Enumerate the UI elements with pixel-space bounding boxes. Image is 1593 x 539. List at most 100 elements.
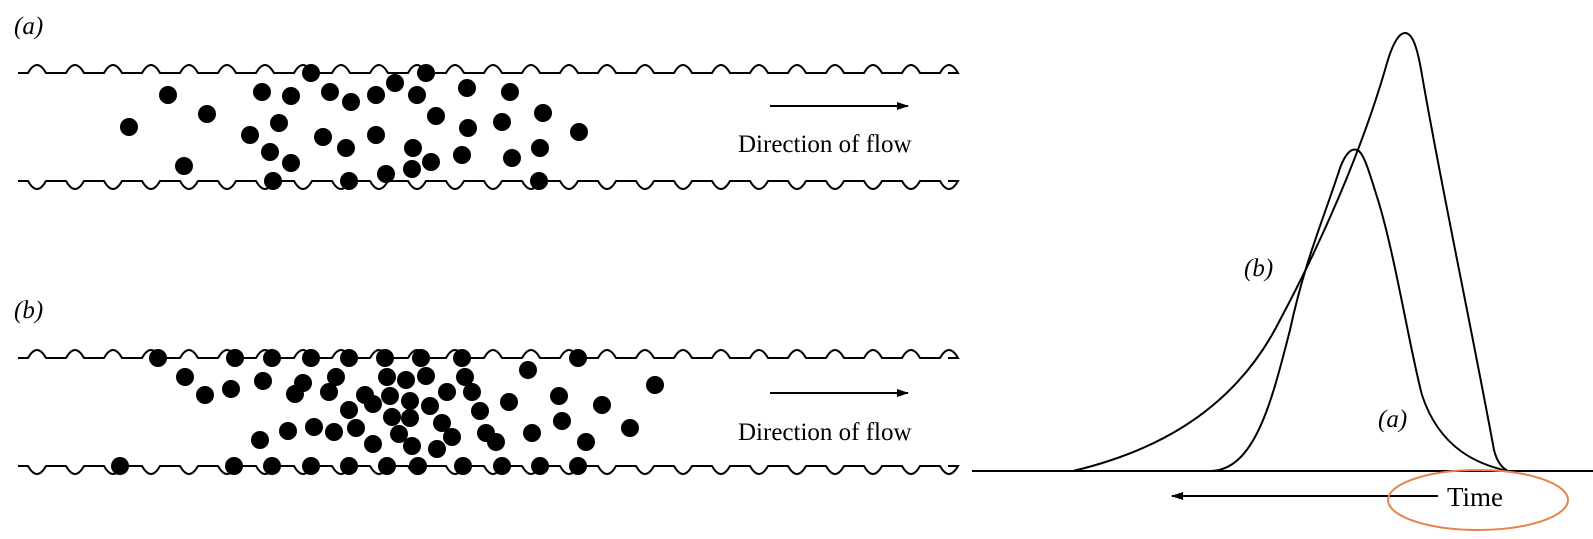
- band-b-particle: [403, 437, 421, 455]
- band-b-particle: [176, 368, 194, 386]
- band-b-particle: [621, 419, 639, 437]
- band-b-particle: [409, 457, 427, 475]
- band-b-particle: [263, 457, 281, 475]
- band-b-particle: [553, 412, 571, 430]
- band-a-particle: [282, 154, 300, 172]
- band-a-particle: [159, 86, 177, 104]
- band-b-particle: [294, 374, 312, 392]
- band-b-particle: [378, 368, 396, 386]
- band-a-particle: [270, 114, 288, 132]
- particle-band-a: [120, 64, 588, 190]
- band-a-particle: [493, 113, 511, 131]
- flow-label-a: Direction of flow: [738, 131, 912, 158]
- band-a-particle: [264, 172, 282, 190]
- band-b-particle: [251, 431, 269, 449]
- band-b-particle: [523, 424, 541, 442]
- band-a-particle: [367, 86, 385, 104]
- band-b-particle: [225, 457, 243, 475]
- band-a-particle: [459, 119, 477, 137]
- band-b-particle: [149, 349, 167, 367]
- band-a-particle: [120, 118, 138, 136]
- band-b-particle: [302, 457, 320, 475]
- band-a-particle: [377, 165, 395, 183]
- panel-b: (b) Direction of flow: [14, 297, 960, 475]
- band-b-particle: [531, 457, 549, 475]
- band-a-particle: [302, 64, 320, 82]
- band-b-particle: [550, 387, 568, 405]
- band-b-particle: [463, 383, 481, 401]
- column-wall-bottom-a: [18, 180, 960, 190]
- elution-profile: (b) (a) Time: [972, 31, 1593, 531]
- band-b-particle: [226, 349, 244, 367]
- band-b-particle: [519, 361, 537, 379]
- band-b-particle: [433, 414, 451, 432]
- band-b-particle: [487, 433, 505, 451]
- band-a-particle: [337, 139, 355, 157]
- band-b-particle: [340, 457, 358, 475]
- band-b-particle: [254, 372, 272, 390]
- band-a-particle: [342, 93, 360, 111]
- column-wall-top-b: [18, 349, 960, 359]
- panel-a: (a) Direction of flow: [14, 13, 960, 190]
- band-a-particle: [403, 160, 421, 178]
- band-a-particle: [531, 139, 549, 157]
- flow-label-b: Direction of flow: [738, 419, 912, 446]
- band-b-particle: [340, 401, 358, 419]
- band-b-particle: [364, 435, 382, 453]
- band-b-particle: [222, 380, 240, 398]
- band-b-particle: [401, 392, 419, 410]
- band-a-particle: [501, 83, 519, 101]
- band-b-particle: [453, 349, 471, 367]
- time-axis-label: Time: [1447, 482, 1503, 512]
- band-b-particle: [443, 428, 461, 446]
- column-wall-top-a: [18, 64, 960, 74]
- band-a-particle: [417, 64, 435, 82]
- band-a-particle: [453, 146, 471, 164]
- band-b-particle: [569, 349, 587, 367]
- band-b-particle: [378, 457, 396, 475]
- band-a-particle: [241, 126, 259, 144]
- band-a-particle: [530, 172, 548, 190]
- band-b-particle: [279, 422, 297, 440]
- band-b-particle: [302, 349, 320, 367]
- band-b-particle: [263, 349, 281, 367]
- peak-b-label: (b): [1244, 255, 1273, 282]
- band-a-particle: [321, 83, 339, 101]
- band-b-particle: [417, 367, 435, 385]
- band-b-particle: [305, 418, 323, 436]
- band-a-particle: [282, 87, 300, 105]
- band-b-particle: [471, 402, 489, 420]
- band-a-particle: [253, 83, 271, 101]
- peak-curve-b: [1072, 31, 1509, 472]
- band-b-particle: [646, 376, 664, 394]
- band-a-particle: [340, 172, 358, 190]
- band-a-particle: [175, 157, 193, 175]
- band-a-particle: [408, 86, 426, 104]
- panel-a-label: (a): [14, 13, 43, 40]
- band-b-particle: [381, 387, 399, 405]
- band-b-particle: [320, 383, 338, 401]
- band-a-particle: [422, 153, 440, 171]
- band-b-particle: [327, 368, 345, 386]
- peak-a-label: (a): [1378, 406, 1407, 433]
- band-a-particle: [261, 143, 279, 161]
- band-b-particle: [593, 396, 611, 414]
- peak-curve-a: [1209, 148, 1509, 472]
- band-b-particle: [401, 409, 419, 427]
- band-b-particle: [383, 408, 401, 426]
- time-highlight-ellipse: [1387, 469, 1569, 531]
- band-b-particle: [569, 457, 587, 475]
- band-a-particle: [427, 107, 445, 125]
- band-b-particle: [456, 368, 474, 386]
- band-b-particle: [111, 457, 129, 475]
- band-b-particle: [577, 433, 595, 451]
- band-a-particle: [367, 126, 385, 144]
- band-a-particle: [404, 139, 422, 157]
- band-b-particle: [325, 423, 343, 441]
- band-a-particle: [198, 105, 216, 123]
- band-b-particle: [421, 397, 439, 415]
- band-b-particle: [493, 457, 511, 475]
- band-b-particle: [340, 349, 358, 367]
- band-b-particle: [390, 425, 408, 443]
